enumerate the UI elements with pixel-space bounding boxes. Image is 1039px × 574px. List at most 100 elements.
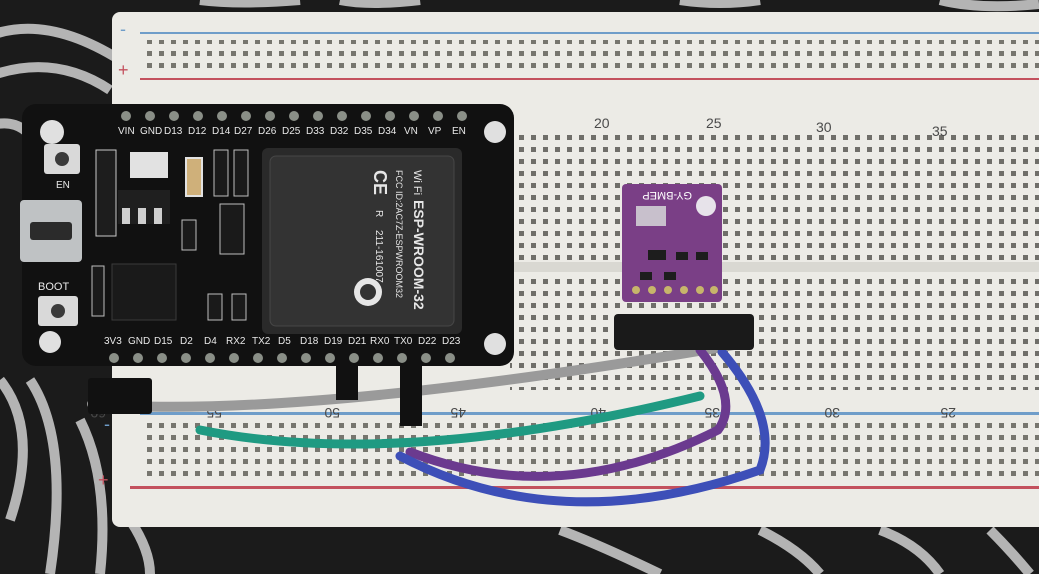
led-indicator xyxy=(185,157,203,197)
smd-resistor xyxy=(181,219,197,251)
module-shield xyxy=(269,155,455,327)
boot-button-label: BOOT xyxy=(38,281,69,293)
column-number: 20 xyxy=(594,115,610,131)
module-fcc-id: FCC ID:2AC7Z-ESPWROOM32 xyxy=(394,170,404,298)
mounting-hole xyxy=(484,333,506,355)
usb-opening xyxy=(30,222,72,240)
pin-label: D26 xyxy=(258,126,277,137)
pin-label: VN xyxy=(404,126,418,137)
top-rail-minus: - xyxy=(120,19,126,39)
gy-bmep-sensor: GY-BMEP xyxy=(622,184,722,302)
mounting-hole xyxy=(40,120,64,144)
module-wifi-mark: Wi Fi xyxy=(411,170,423,195)
top-rail-holes xyxy=(140,40,1039,74)
smd-resistor xyxy=(231,293,247,321)
column-number: 50 xyxy=(324,405,340,421)
sensor-component xyxy=(676,252,688,260)
smd-resistor xyxy=(91,265,105,317)
pin-label: D27 xyxy=(234,126,253,137)
column-number: 30 xyxy=(816,119,832,135)
pin-label: RX0 xyxy=(370,336,390,347)
pin-label: D25 xyxy=(282,126,301,137)
smd-component xyxy=(95,149,117,237)
sensor-component xyxy=(648,250,666,260)
module-r-mark: R xyxy=(373,210,384,217)
pin-label: TX2 xyxy=(252,336,271,347)
wire-connector xyxy=(88,378,152,414)
boot-button-cap xyxy=(51,304,65,318)
pin-label: D32 xyxy=(330,126,349,137)
pin-label: VP xyxy=(428,126,442,137)
sensor-label: GY-BMEP xyxy=(642,189,692,201)
mounting-hole xyxy=(484,121,506,143)
pin-label: D12 xyxy=(188,126,207,137)
pin-label: D4 xyxy=(204,336,217,347)
sensor-component xyxy=(696,252,708,260)
sensor-component xyxy=(664,272,676,280)
pin-label: D18 xyxy=(300,336,319,347)
sensor-component xyxy=(640,272,652,280)
chip-lead xyxy=(122,208,130,224)
purple-wire xyxy=(405,345,731,481)
pin-label: VIN xyxy=(118,126,135,137)
pin-label: D13 xyxy=(164,126,183,137)
smd-component xyxy=(219,203,245,255)
smd-resistor xyxy=(233,149,249,197)
module-cert-number: 211-161007 xyxy=(373,230,384,283)
bottom-rail-red-line xyxy=(130,486,1039,489)
smd-resistor xyxy=(207,293,223,321)
pin-label: D22 xyxy=(418,336,437,347)
module-ce-mark: CE xyxy=(370,170,390,195)
pin-label: D5 xyxy=(278,336,291,347)
column-number: 45 xyxy=(450,405,466,421)
bottom-rail-plus: + xyxy=(98,470,109,490)
bottom-rail-minus: - xyxy=(104,414,110,434)
column-number: 25 xyxy=(706,115,722,131)
sensor-header-connector xyxy=(614,314,754,350)
pin-label: D2 xyxy=(180,336,193,347)
pin-label: D21 xyxy=(348,336,367,347)
en-button-label: EN xyxy=(56,180,70,191)
pin-label: 3V3 xyxy=(104,336,122,347)
terminal-holes-upper xyxy=(500,130,1039,260)
green-wire xyxy=(195,391,705,449)
center-channel xyxy=(500,262,1039,272)
bottom-pin-header xyxy=(109,353,455,363)
sensor-chip xyxy=(636,206,666,226)
bottom-pin-labels: 3V3 GND D15 D2 D4 RX2 TX2 D5 D18 D19 D21… xyxy=(104,336,461,347)
usb-uart-chip xyxy=(111,263,177,321)
en-button-cap xyxy=(55,152,69,166)
chip-lead xyxy=(154,208,162,224)
top-pin-labels: VIN GND D13 D12 D14 D27 D26 D25 D33 D32 … xyxy=(118,126,466,137)
pin-label: GND xyxy=(140,126,162,137)
top-rail-red-line xyxy=(140,78,1039,80)
pin-label: D34 xyxy=(378,126,397,137)
smd-resistor xyxy=(213,149,229,197)
column-number: 35 xyxy=(932,123,948,139)
pin-label: D15 xyxy=(154,336,173,347)
sensor-label-group: GY-BMEP xyxy=(642,189,692,201)
chip-lead xyxy=(138,208,146,224)
wire-connector xyxy=(336,366,358,400)
top-pin-header xyxy=(121,111,467,121)
column-number: 25 xyxy=(940,405,956,421)
pin-label: D14 xyxy=(212,126,231,137)
voltage-regulator xyxy=(130,152,168,178)
column-number: 35 xyxy=(704,405,720,421)
pin-label: GND xyxy=(128,336,150,347)
esp32-board: VIN GND D13 D12 D14 D27 D26 D25 D33 D32 … xyxy=(20,104,514,366)
jumper-wires xyxy=(87,314,770,507)
top-rail-blue-line xyxy=(140,32,1039,34)
sensor-pins xyxy=(632,286,718,294)
bottom-rail-blue-line xyxy=(140,412,1039,415)
top-rail-plus: + xyxy=(118,60,129,80)
mounting-hole xyxy=(39,331,61,353)
sensor-mounting-hole xyxy=(696,196,716,216)
blue-wire xyxy=(395,347,770,507)
pin-label: EN xyxy=(452,126,466,137)
pin-label: D35 xyxy=(354,126,373,137)
pin-label: RX2 xyxy=(226,336,246,347)
